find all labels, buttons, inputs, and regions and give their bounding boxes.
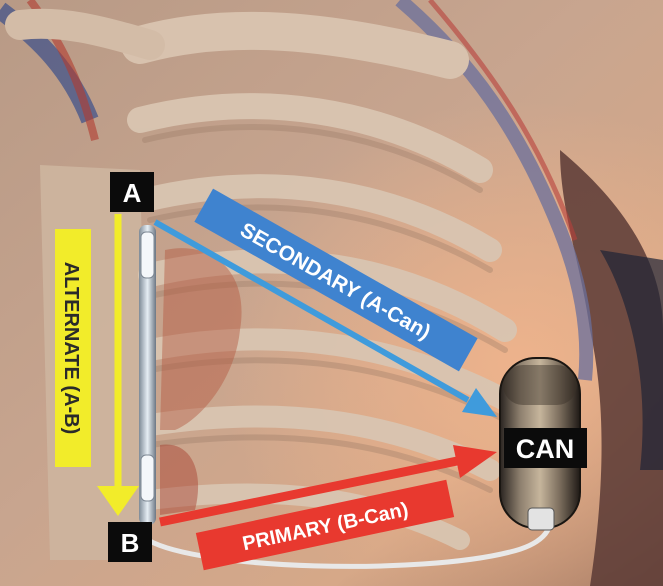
alternate-label-text: ALTERNATE (A-B) [60,262,82,435]
electrode-b-label: B [108,522,152,562]
can-label-text: CAN [516,434,575,464]
electrode-b-text: B [121,528,140,558]
electrode-a-text: A [123,178,142,208]
electrode-a-label: A [110,172,154,212]
can-label: CAN [504,428,587,468]
alternate-label: ALTERNATE (A-B) [55,229,91,467]
